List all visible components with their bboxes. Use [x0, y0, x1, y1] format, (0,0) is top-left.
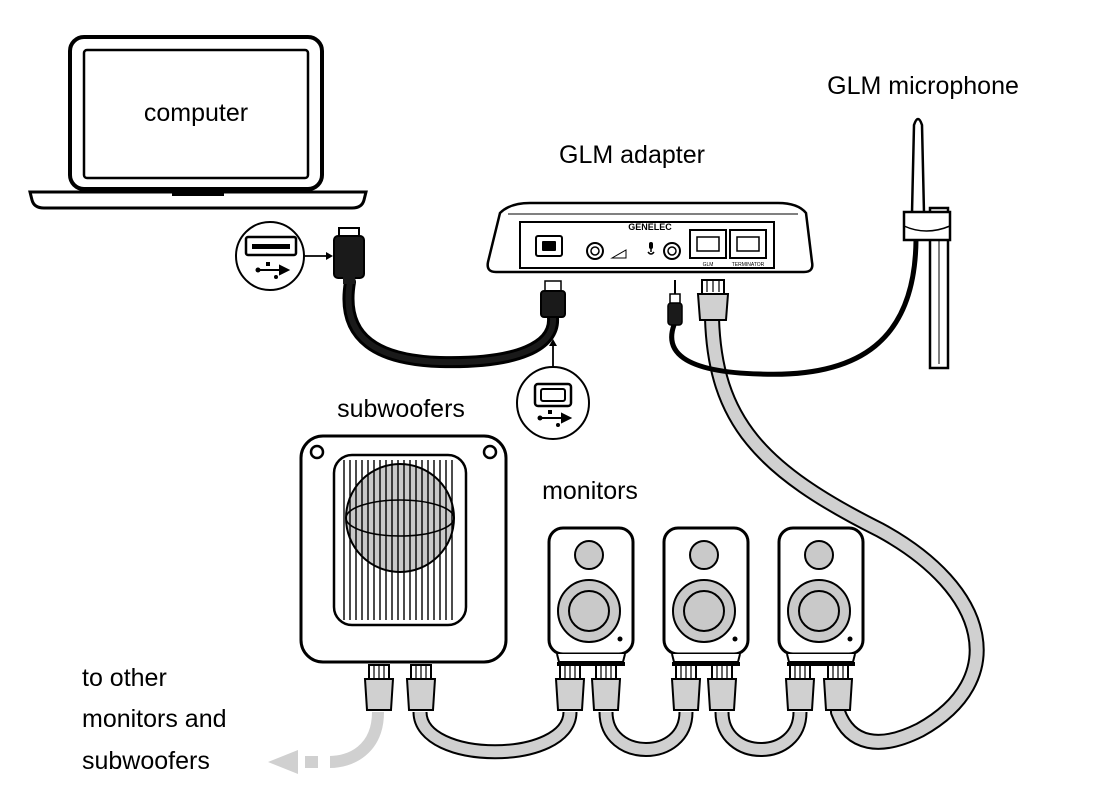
- rj45-plug-adapter: [696, 279, 730, 321]
- adapter-port-terminator-label: TERMINATOR: [732, 262, 765, 268]
- rj45-plug-subwoofer-2: [405, 664, 437, 711]
- network-cable-chain: [412, 710, 808, 760]
- rj45-plug-monitor-1: [554, 664, 586, 711]
- label-to-other-line-2: monitors and: [82, 705, 227, 733]
- usb-b-port-icon: [516, 339, 590, 440]
- usb-a-plug: [333, 227, 365, 284]
- glm-adapter: GENELEC GLM TERMINATOR: [486, 201, 814, 274]
- label-glm-adapter: GLM adapter: [559, 141, 705, 169]
- network-cable-to-others: [329, 711, 384, 768]
- label-computer: computer: [144, 99, 248, 127]
- network-cables: [268, 310, 985, 774]
- adapter-port-glm-label: GLM: [703, 262, 714, 268]
- monitor-3: [777, 526, 865, 666]
- laptop: [28, 35, 368, 210]
- glm-microphone: [902, 117, 952, 370]
- usb-cable: [342, 276, 560, 369]
- adapter-brand: GENELEC: [628, 222, 672, 232]
- rj45-plug-monitor-4: [706, 664, 738, 711]
- label-monitors: monitors: [542, 477, 638, 505]
- subwoofer: [299, 434, 508, 664]
- label-glm-microphone: GLM microphone: [827, 72, 1019, 100]
- monitor-2: [662, 526, 750, 666]
- rj45-plug-monitor-5: [784, 664, 816, 711]
- label-to-other-line-3: subwoofers: [82, 747, 210, 775]
- usb-a-port-icon: [235, 221, 333, 291]
- rj45-plug-subwoofer-1: [363, 664, 395, 711]
- rj45-plug-monitor-2: [590, 664, 622, 711]
- subwoofer-grille: [343, 460, 453, 620]
- arrow-left-icon: [268, 750, 298, 774]
- mic-jack-plug: [667, 280, 683, 326]
- usb-b-plug: [540, 280, 566, 318]
- microphone-cable: [669, 237, 919, 377]
- label-to-other-line-1: to other: [82, 664, 167, 692]
- rj45-plug-monitor-6: [822, 664, 854, 711]
- label-subwoofers: subwoofers: [337, 395, 465, 423]
- monitor-plugs: [554, 664, 854, 711]
- monitor-1: [547, 526, 635, 666]
- rj45-plug-monitor-3: [670, 664, 702, 711]
